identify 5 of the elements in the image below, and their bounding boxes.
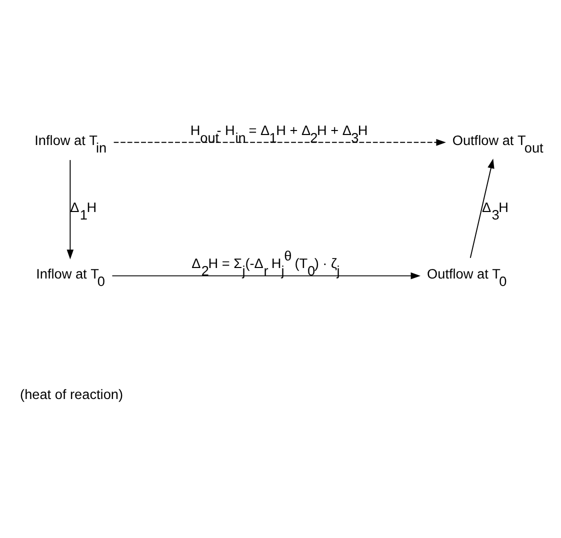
arrow [113, 139, 446, 146]
arrow [112, 272, 421, 280]
arrow [66, 160, 74, 260]
arrow [470, 158, 494, 258]
label: (heat of reaction) [20, 387, 124, 402]
